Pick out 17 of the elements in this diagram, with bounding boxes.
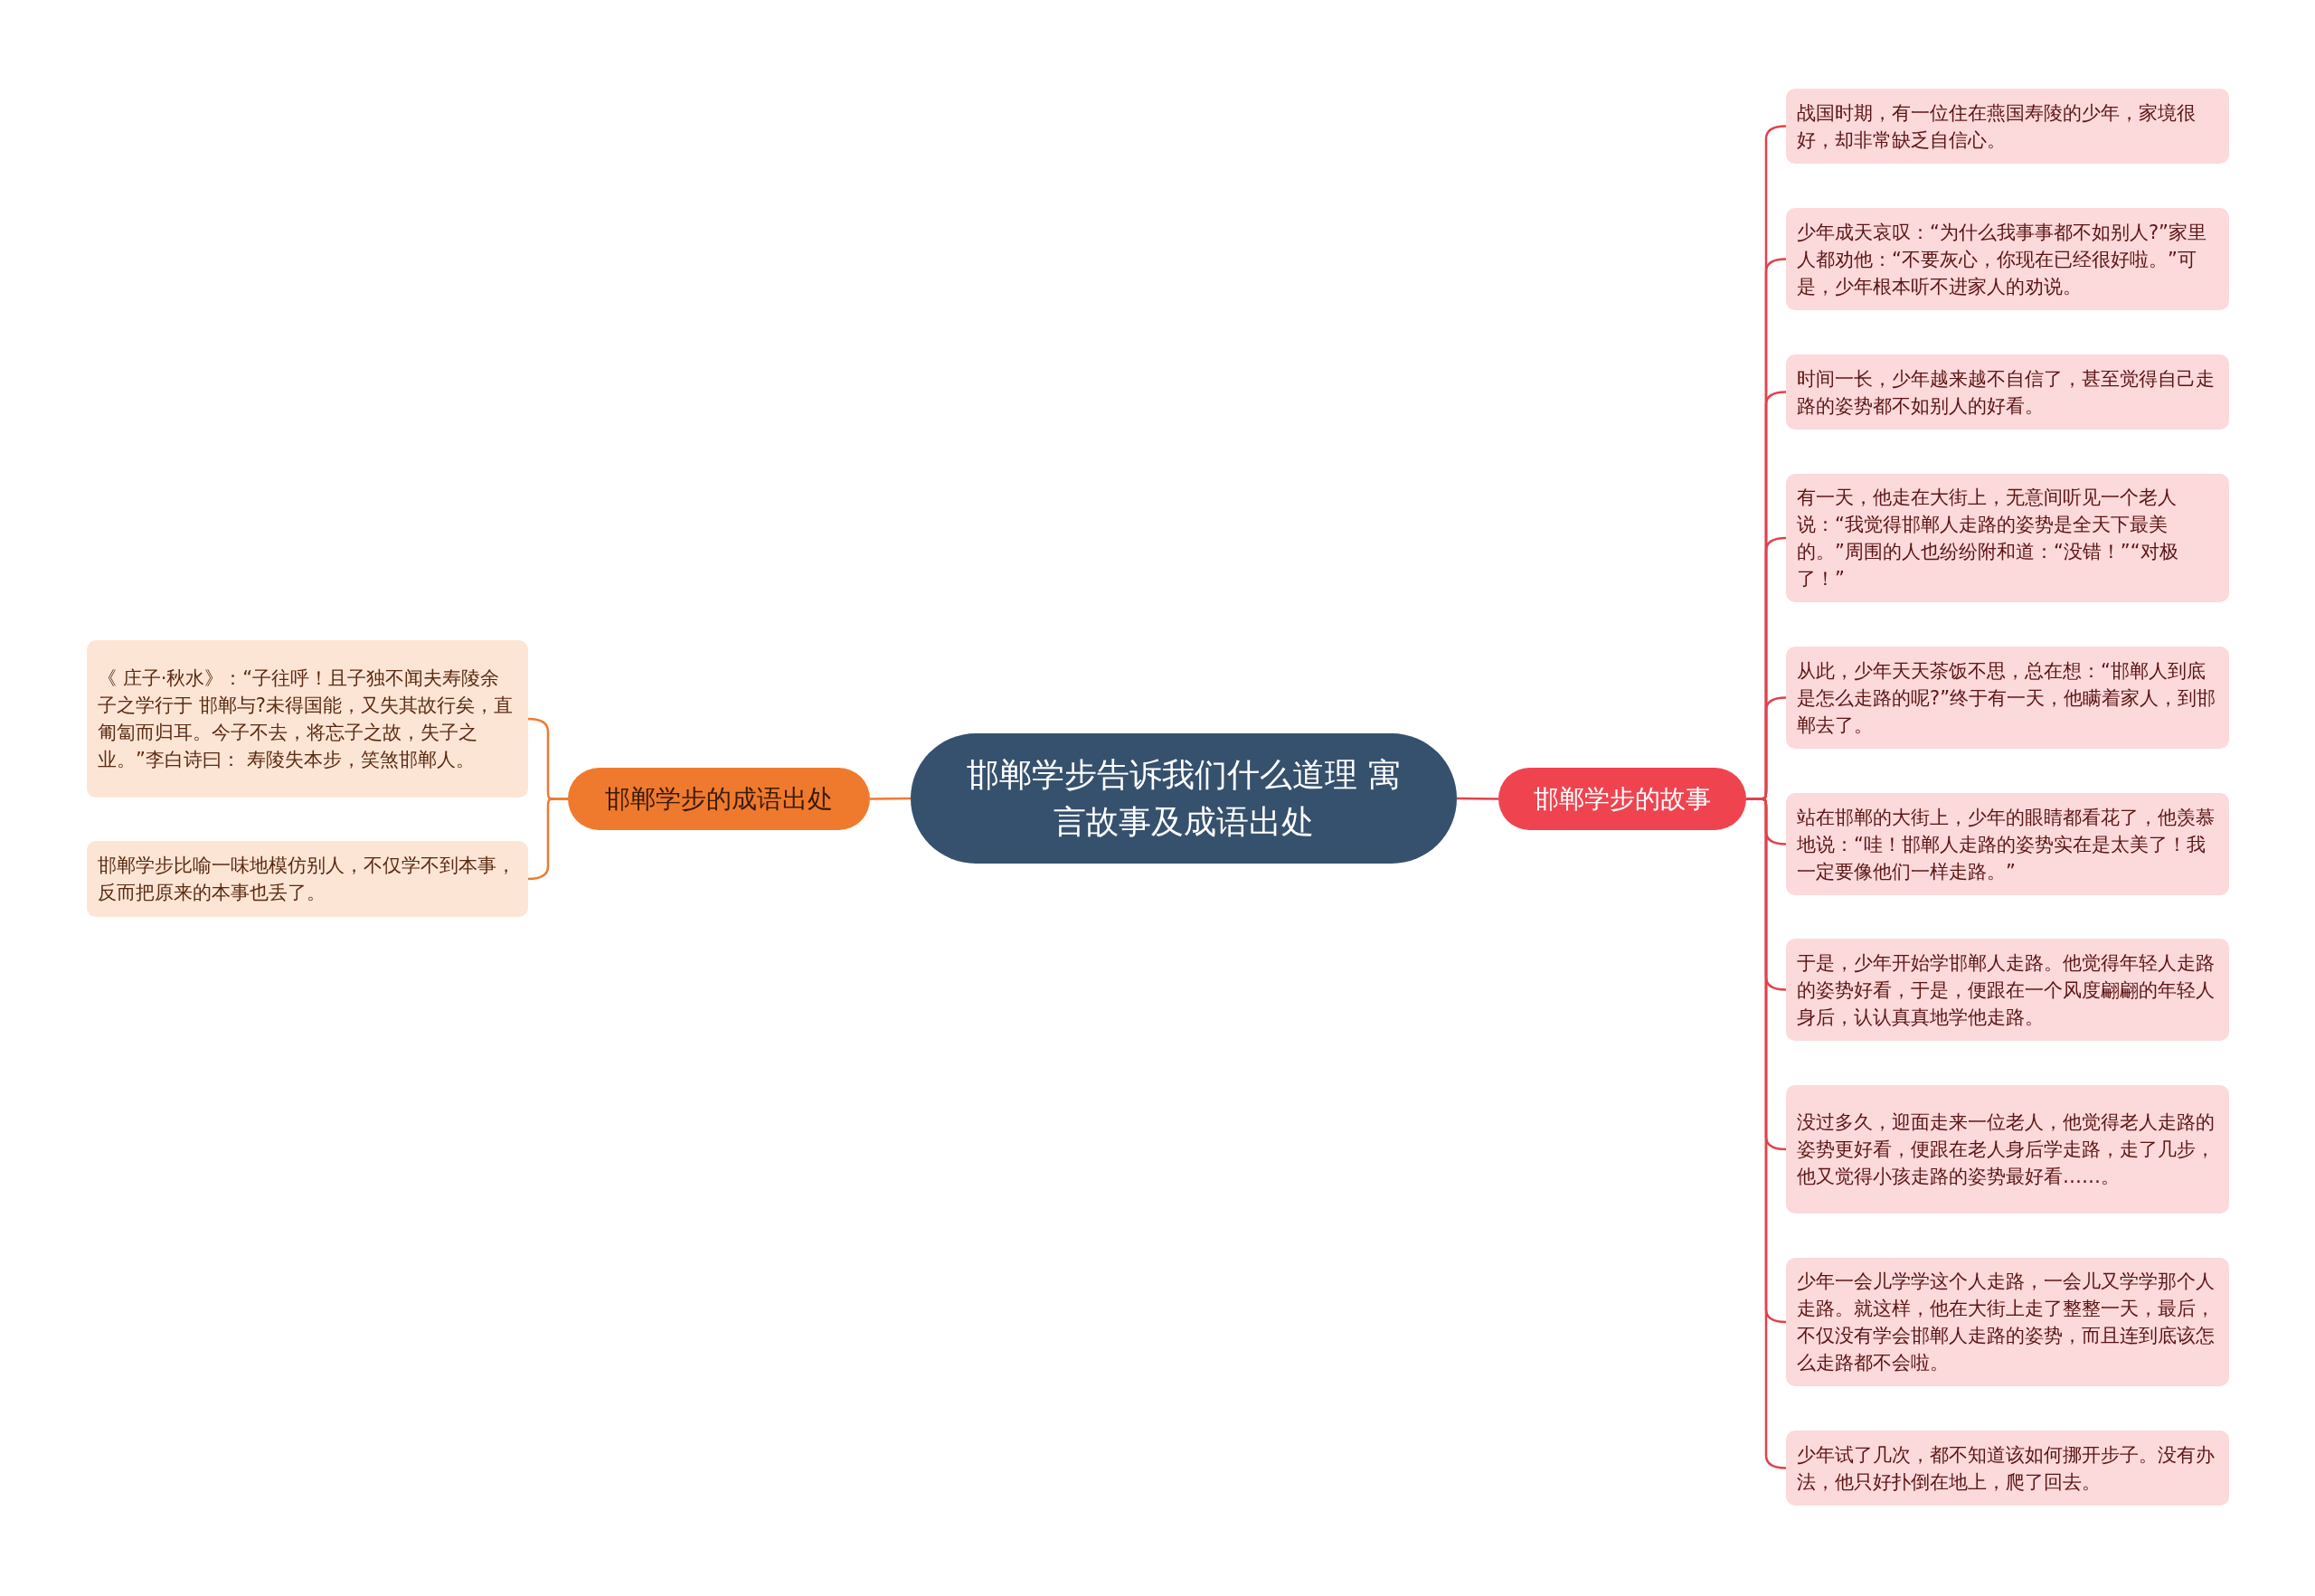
- note-box: 少年一会儿学学这个人走路，一会儿又学学那个人走路。就这样，他在大街上走了整整一天，最后，不仅没有学会邯郸人走路的姿势，而且连到底该怎么走路都不会啦。: [1786, 1258, 2229, 1386]
- note-box: 从此，少年天天茶饭不思，总在想：“邯郸人到底是怎么走路的呢?”终于有一天，他瞒着家人，到邯郸去了。: [1786, 647, 2229, 749]
- connector-line: [1457, 797, 1498, 800]
- branch-topic: 邯郸学步的故事: [1498, 768, 1746, 830]
- note-box: 战国时期，有一位住在燕国寿陵的少年，家境很好，却非常缺乏自信心。: [1786, 89, 2229, 164]
- note-box: 少年成天哀叹：“为什么我事事都不如别人?”家里人都劝他：“不要灰心，你现在已经很好啦。”可是，少年根本听不进家人的劝说。: [1786, 208, 2229, 310]
- note-box: 《 庄子·秋水》：“子往呼！且子独不闻夫寿陵余子之学行于 邯郸与?未得国能，又失其故行矣，直匍匐而归耳。今子不去，将忘子之故，失子之业。”李白诗曰： 寿陵失本步，笑煞邯郸人。: [87, 640, 528, 798]
- note-box: 没过多久，迎面走来一位老人，他觉得老人走路的姿势更好看，便跟在老人身后学走路，走了几步，他又觉得小孩走路的姿势最好看……。: [1786, 1085, 2229, 1214]
- note-box: 时间一长，少年越来越不自信了，甚至觉得自己走路的姿势都不如别人的好看。: [1786, 354, 2229, 430]
- note-box: 有一天，他走在大街上，无意间听见一个老人说：“我觉得邯郸人走路的姿势是全天下最美的。”周围的人也纷纷附和道：“没错！”“对极了！”: [1786, 474, 2229, 602]
- note-box: 少年试了几次，都不知道该如何挪开步子。没有办法，他只好扑倒在地上，爬了回去。: [1786, 1431, 2229, 1506]
- note-box: 于是，少年开始学邯郸人走路。他觉得年轻人走路的姿势好看，于是，便跟在一个风度翩翩的年轻人身后，认认真真地学他走路。: [1786, 939, 2229, 1041]
- note-box: 邯郸学步比喻一味地模仿别人，不仅学不到本事，反而把原来的本事也丢了。: [87, 841, 528, 917]
- central-topic: 邯郸学步告诉我们什么道理 寓言故事及成语出处: [911, 733, 1457, 864]
- note-box: 站在邯郸的大街上，少年的眼睛都看花了，他羡慕地说：“哇！邯郸人走路的姿势实在是太美了！我一定要像他们一样走路。”: [1786, 793, 2229, 895]
- connector-line: [870, 797, 911, 800]
- branch-topic: 邯郸学步的成语出处: [568, 768, 870, 830]
